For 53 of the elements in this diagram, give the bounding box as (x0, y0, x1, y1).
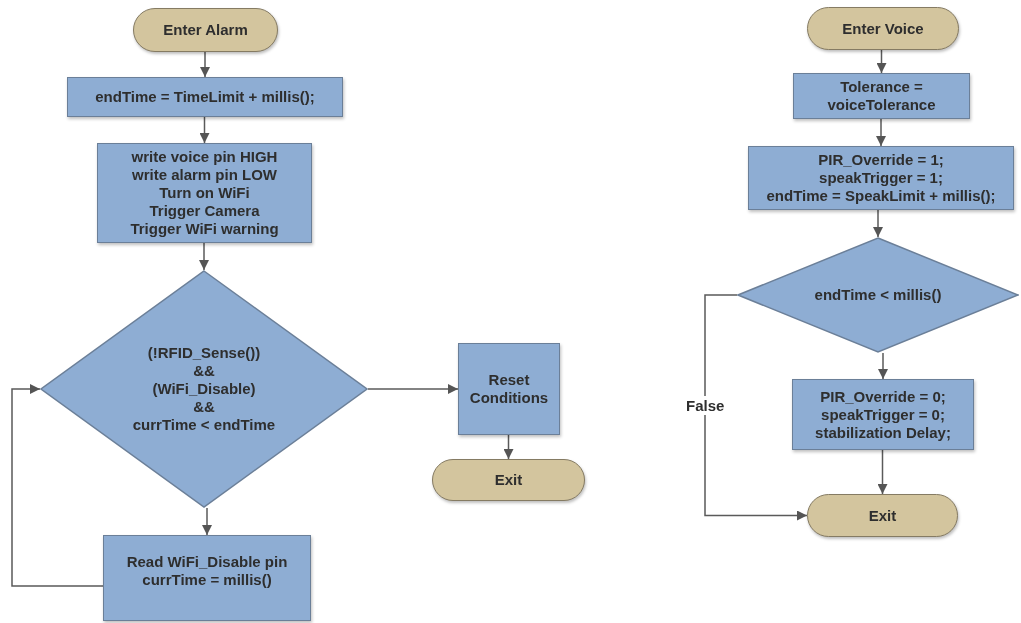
arrow (873, 209, 883, 238)
edge-label: False (684, 395, 727, 415)
arrow (199, 116, 210, 144)
node-text: && (193, 362, 215, 380)
arrow (876, 118, 886, 147)
node-text: Turn on WiFi (159, 184, 250, 202)
node-text: Enter Voice (842, 19, 924, 38)
node-text: speakTrigger = 0; (821, 405, 945, 424)
process-box (97, 143, 312, 243)
node-text: Read WiFi_Disable pin (126, 553, 288, 571)
process-box (458, 343, 560, 435)
decision-diamond (40, 270, 368, 508)
node-text: stabilization Delay; (815, 423, 951, 442)
node-text: Exit (494, 471, 523, 489)
terminal-shape (807, 494, 958, 537)
node-text: endTime < millis() (814, 286, 942, 304)
arrow (367, 384, 459, 394)
arrow (877, 449, 888, 495)
node-text: && (193, 398, 215, 416)
node-text: PIR_Override = 0; (820, 387, 946, 406)
arrow (878, 352, 888, 380)
arrow (704, 294, 808, 521)
node-text: Exit (868, 506, 897, 525)
arrow (202, 507, 212, 536)
node-text: Trigger Camera (149, 202, 260, 220)
node-text: endTime = TimeLimit + millis(); (95, 88, 315, 106)
decision-diamond (737, 237, 1019, 353)
node-text: currTime < endTime (132, 416, 276, 434)
arrow (503, 434, 514, 460)
node-text: Trigger WiFi warning (130, 220, 279, 238)
node-text: currTime = millis() (142, 571, 272, 589)
node-text: write alarm pin LOW (132, 166, 277, 184)
process-box (748, 146, 1014, 210)
terminal-shape (133, 8, 278, 52)
process-box (793, 73, 970, 119)
process-box (103, 535, 311, 621)
arrow (199, 242, 209, 271)
node-text: (WiFi_Disable) (152, 380, 256, 398)
arrow (11, 384, 104, 587)
arrow (876, 49, 887, 74)
node-text: write voice pin HIGH (131, 148, 278, 166)
process-box (67, 77, 343, 117)
terminal-shape (432, 459, 585, 501)
node-text: speakTrigger = 1; (819, 169, 943, 187)
node-text: Reset Conditions (468, 371, 550, 407)
node-text: endTime = SpeakLimit + millis(); (766, 187, 996, 205)
node-text: Tolerance = voiceTolerance (826, 78, 937, 114)
node-text: (!RFID_Sense()) (147, 344, 261, 362)
process-box (792, 379, 974, 450)
arrow (200, 51, 210, 78)
node-text: PIR_Override = 1; (818, 151, 944, 169)
terminal-shape (807, 7, 959, 50)
node-text: Enter Alarm (163, 21, 248, 39)
